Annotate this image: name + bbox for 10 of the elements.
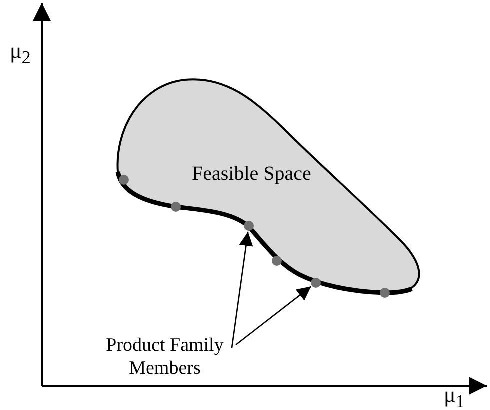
point-marker [311,278,321,288]
region-label: Feasible Space [192,163,312,186]
point-marker [171,202,181,212]
axis-label: μ$_{1}$ [444,382,465,410]
leader-line [231,232,254,348]
point-marker [272,256,282,266]
callout-text: Product Family Members [105,334,225,380]
leader-line [236,286,312,346]
axis-label: μ$_{2}$ [10,38,31,68]
point-marker [380,288,390,298]
